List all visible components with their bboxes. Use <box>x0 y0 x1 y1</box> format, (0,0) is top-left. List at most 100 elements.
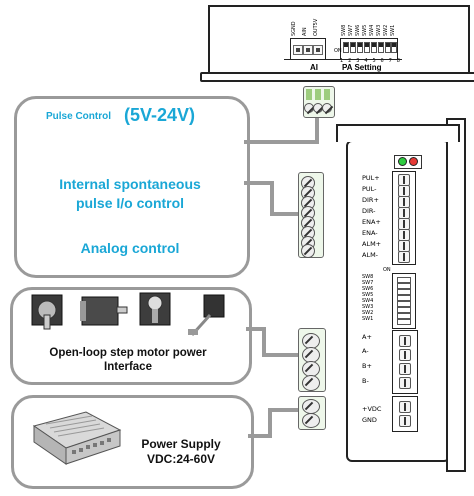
dip-toggle[interactable] <box>357 42 363 53</box>
switch-number: 7 <box>388 58 392 64</box>
pin-label: PUL+ <box>362 174 380 182</box>
terminal-slot <box>398 185 410 197</box>
driver-heatsink <box>446 118 466 472</box>
dip-toggle[interactable] <box>397 313 411 319</box>
wire <box>268 408 272 438</box>
pulse-control-label: Pulse Control <box>46 111 112 122</box>
connector-label: SGND <box>291 21 297 36</box>
ai-label: AI <box>310 63 318 72</box>
switch-label: SW2 <box>383 24 389 36</box>
switch-number: 3 <box>356 58 360 64</box>
screw-icon <box>302 413 320 428</box>
dip-toggle[interactable] <box>364 42 370 53</box>
wire <box>270 181 274 216</box>
pin-label: DIR+ <box>362 196 379 204</box>
signal-terminal-block <box>392 171 416 265</box>
screw-icon <box>302 375 320 391</box>
pa-dip-switch <box>340 38 398 60</box>
terminal-slot <box>399 349 411 361</box>
dip-toggle[interactable] <box>397 289 411 295</box>
switch-label: SW1 <box>390 24 396 36</box>
sw-label: SW3 <box>362 304 374 310</box>
wire <box>248 434 272 438</box>
dip-toggle[interactable] <box>371 42 377 53</box>
motor-plug <box>298 328 326 392</box>
switch-number: 4 <box>364 58 368 64</box>
sw-label: SW6 <box>362 286 374 292</box>
motor-icon <box>31 294 63 330</box>
wire <box>270 212 298 216</box>
pin-label: PUL- <box>362 185 377 193</box>
dip-toggle[interactable] <box>343 42 349 53</box>
motor-line-1: Open-loop step motor power <box>49 347 207 359</box>
top-driver-base <box>200 72 474 82</box>
dip-toggle[interactable] <box>391 42 397 53</box>
ai-connector <box>290 38 326 60</box>
dip-toggle[interactable] <box>397 319 411 325</box>
analog-control-label: Analog control <box>80 240 180 256</box>
terminal-slot <box>399 415 411 427</box>
switch-label: SW5 <box>362 24 368 36</box>
dip-toggle[interactable] <box>397 277 411 283</box>
pin-label: +VDC <box>362 405 382 413</box>
terminal-slot <box>399 401 411 413</box>
power-led <box>398 157 407 166</box>
power-box <box>11 395 254 489</box>
pin-label: ENA+ <box>362 218 381 226</box>
dip-toggle[interactable] <box>397 295 411 301</box>
signal-plug <box>298 172 324 258</box>
switch-label: SW7 <box>348 24 354 36</box>
screw-icon <box>302 399 320 414</box>
sw-label: SW2 <box>362 310 374 316</box>
ai-plug <box>303 86 335 118</box>
dip-toggle[interactable] <box>350 42 356 53</box>
motor-terminal-block <box>392 330 418 394</box>
motor-line-2: Interface <box>104 361 152 373</box>
pin-label: DIR- <box>362 207 376 215</box>
motor-icon <box>139 292 171 326</box>
sw-label: SW1 <box>362 316 374 322</box>
wire <box>244 181 274 185</box>
power-supply-image <box>32 411 122 465</box>
motor-icon <box>188 294 225 337</box>
ai-pin <box>293 45 303 55</box>
dip-toggle[interactable] <box>397 301 411 307</box>
internal-line-1: Internal spontaneous <box>59 176 201 192</box>
terminal-slot <box>399 377 411 389</box>
pin-label: A+ <box>362 333 372 341</box>
switch-number: 2 <box>348 58 352 64</box>
pin-label: ALM- <box>362 251 379 259</box>
sw-label: SW8 <box>362 274 374 280</box>
label-divider <box>284 59 402 60</box>
plug-contact <box>315 89 321 100</box>
switch-label: SW3 <box>376 24 382 36</box>
wire <box>262 353 298 357</box>
switch-number: 6 <box>380 58 384 64</box>
top-driver-panel <box>208 5 470 77</box>
pa-setting-label: PA Setting <box>342 63 382 72</box>
dip-toggle[interactable] <box>378 42 384 53</box>
pin-label: GND <box>362 416 377 424</box>
wire <box>315 118 319 144</box>
internal-pulse-label: Internal spontaneous pulse I/o control <box>30 175 230 213</box>
ai-pin <box>313 45 323 55</box>
pin-label: ENA- <box>362 229 378 237</box>
wire <box>246 327 266 331</box>
switch-number-row: 1 2 3 4 5 6 7 8 <box>340 59 400 64</box>
power-terminal-block <box>392 396 418 432</box>
dip-toggle[interactable] <box>397 307 411 313</box>
power-plug <box>298 396 326 430</box>
dip-toggle[interactable] <box>397 283 411 289</box>
terminal-slot <box>399 363 411 375</box>
sw-label: SW4 <box>362 298 374 304</box>
power-line-2: VDC:24-60V <box>146 452 216 466</box>
ai-pin <box>303 45 313 55</box>
switch-label: SW4 <box>369 24 375 36</box>
power-line-1: Power Supply <box>141 437 221 451</box>
switch-on-label: ON <box>334 48 342 54</box>
dip-toggle[interactable] <box>385 42 391 53</box>
sw-label: SW7 <box>362 280 374 286</box>
control-box <box>14 96 250 278</box>
pin-label: A- <box>362 347 369 355</box>
motor-interface-label: Open-loop step motor power Interface <box>18 346 238 374</box>
